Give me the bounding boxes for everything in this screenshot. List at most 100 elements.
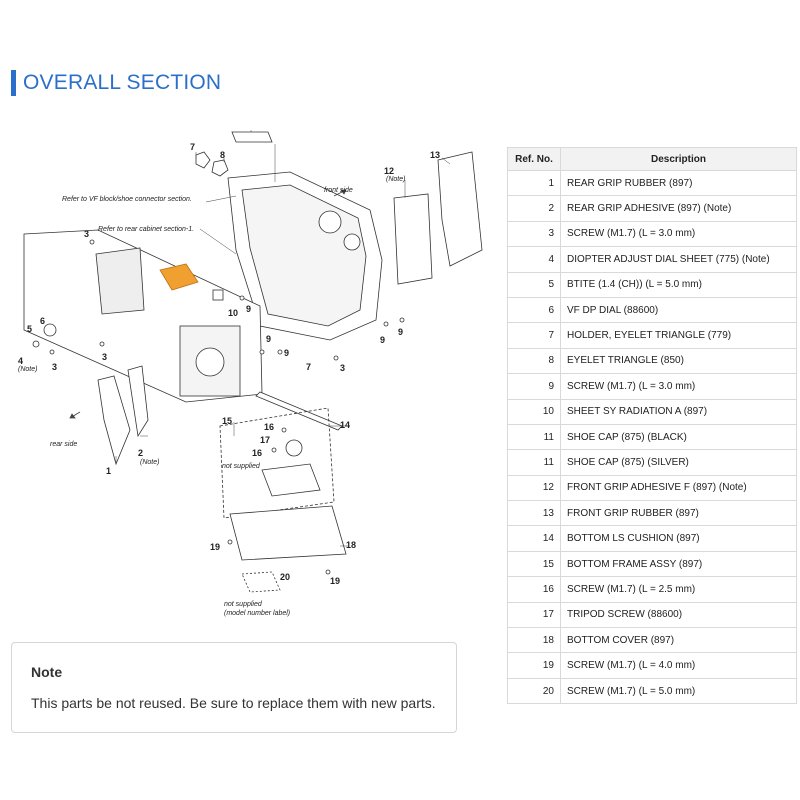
callout-6: 6 [40, 316, 45, 326]
callout-14: 14 [340, 420, 350, 430]
note-4-label: (Note) [18, 366, 37, 373]
callout-9-c: 9 [380, 335, 385, 345]
ref-no-cell: 3 [507, 220, 561, 248]
note-12-label: (Note) [386, 176, 405, 183]
ref-no-cell: 14 [507, 525, 561, 552]
note-2-label: (Note) [140, 459, 159, 466]
model-label-area [241, 571, 281, 593]
ref-no-cell: 2 [507, 195, 561, 222]
ref-no-cell: 12 [507, 474, 561, 502]
bottom-frame-part [261, 463, 321, 497]
callout-3-top: 3 [84, 229, 89, 239]
description-cell: EYELET TRIANGLE (850) [560, 347, 797, 375]
not-supplied-label-1: not supplied [222, 463, 261, 470]
rear-side-label: rear side [50, 441, 77, 448]
description-cell: SCREW (M1.7) (L = 3.0 mm) [560, 373, 797, 400]
ref-no-cell: 9 [507, 373, 561, 400]
ref-no-cell: 11 [507, 423, 561, 451]
description-cell: VF DP DIAL (88600) [560, 296, 797, 324]
description-cell: BTITE (1.4 (CH)) (L = 5.0 mm) [560, 271, 797, 298]
ref-no-cell: 4 [507, 246, 561, 273]
ref-no-cell: 6 [507, 296, 561, 324]
description-cell: FRONT GRIP RUBBER (897) [560, 500, 797, 527]
front-grip-adhesive-part [393, 193, 433, 285]
callout-16-b: 16 [252, 448, 262, 458]
bottom-cover-part [229, 505, 347, 561]
callout-3-right: 3 [340, 363, 345, 373]
callout-3-left: 3 [52, 362, 57, 372]
callout-5: 5 [27, 324, 32, 334]
callout-16-a: 16 [264, 422, 274, 432]
callout-20: 20 [280, 572, 290, 582]
rear-wheel-part [195, 347, 225, 377]
title-accent-bar [11, 70, 16, 96]
callout-19-a: 19 [210, 542, 220, 552]
note-title: Note [31, 664, 63, 680]
callout-9-e: 9 [284, 348, 289, 358]
screw-3-d [333, 355, 339, 361]
description-cell: REAR GRIP ADHESIVE (897) (Note) [560, 195, 797, 222]
ref-vf-block-text: Refer to VF block/shoe connector section… [62, 196, 192, 203]
eyelet-triangle-part [211, 159, 229, 177]
front-grip-rubber-part [437, 151, 483, 267]
description-cell: TRIPOD SCREW (88600) [560, 601, 797, 629]
mode-dial-part [318, 210, 342, 234]
description-cell: SHOE CAP (875) (SILVER) [560, 449, 797, 476]
ref-no-cell: 8 [507, 347, 561, 375]
screw-19-a [227, 539, 233, 545]
shoe-cap-part [231, 131, 273, 143]
not-supplied-label-2: not supplied [224, 601, 263, 608]
screw-3-a [89, 239, 95, 245]
callout-3-mid: 3 [102, 352, 107, 362]
callout-2: 2 [138, 448, 143, 458]
ref-no-cell: 5 [507, 271, 561, 298]
callout-18: 18 [346, 540, 356, 550]
flex-cable-part [159, 263, 199, 291]
exploded-view-diagram: Refer to VF block/shoe connector section… [10, 130, 490, 630]
control-dial-part [343, 233, 361, 251]
ref-no-cell: 18 [507, 627, 561, 654]
ref-no-cell: 19 [507, 652, 561, 679]
callout-4: 4 [18, 356, 23, 366]
screw-9-c [277, 349, 283, 355]
radiation-sheet-part [212, 289, 224, 301]
callout-8: 8 [220, 150, 225, 160]
description-cell: DIOPTER ADJUST DIAL SHEET (775) (Note) [560, 246, 797, 273]
callout-15: 15 [222, 416, 232, 426]
ref-no-cell: 13 [507, 500, 561, 527]
callout-7-top: 7 [190, 142, 195, 152]
rear-grip-adhesive-part [127, 365, 149, 438]
ref-rear-cabinet-text: Refer to rear cabinet section-1. [98, 226, 194, 233]
callout-9-a: 9 [246, 304, 251, 314]
eyelet-holder-part [195, 151, 211, 169]
description-cell: SCREW (M1.7) (L = 4.0 mm) [560, 652, 797, 679]
screw-3-b [49, 349, 55, 355]
ref-no-cell: 1 [507, 169, 561, 197]
callout-1: 1 [106, 466, 111, 476]
exploded-view-svg: Refer to VF block/shoe connector section… [18, 130, 483, 617]
parts-table-header-row: Ref. No. Description [507, 147, 797, 171]
note-text: This parts be not reused. Be sure to rep… [31, 695, 436, 711]
evf-block-part [95, 247, 145, 315]
ref-no-cell: 17 [507, 601, 561, 629]
screw-19-b [325, 569, 331, 575]
description-cell: REAR GRIP RUBBER (897) [560, 169, 797, 197]
screw-16-b [271, 447, 277, 453]
ref-no-cell: 20 [507, 677, 561, 705]
ref-no-cell: 11 [507, 449, 561, 476]
